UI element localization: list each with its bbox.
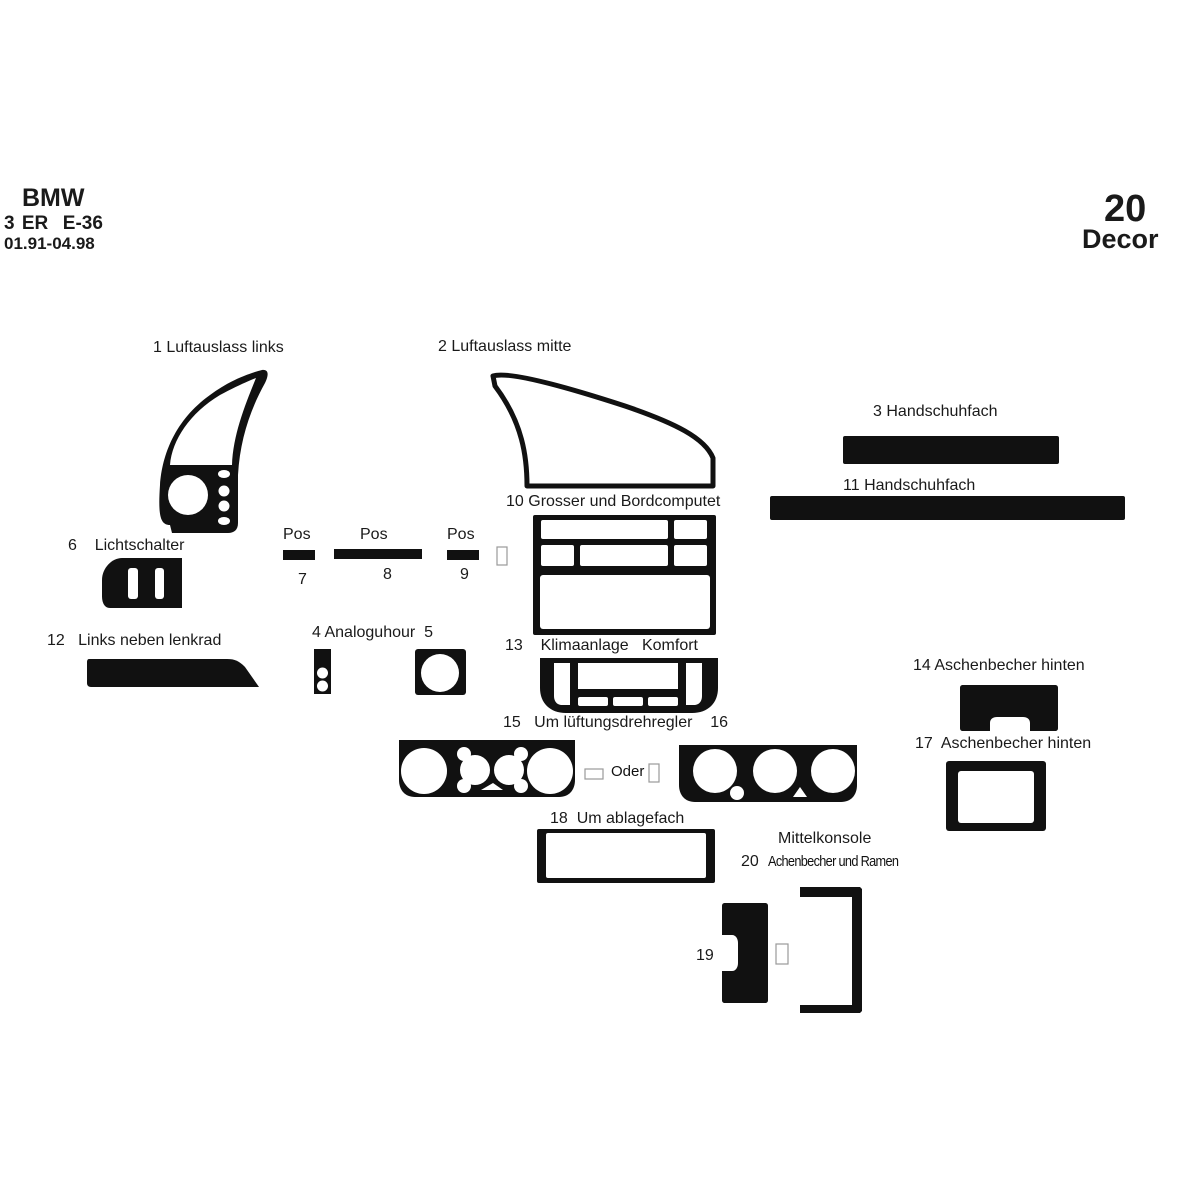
part-8-number: 8 [383,566,392,583]
part-number: 15 [503,714,521,731]
part-9-number: 9 [460,566,469,583]
part-label: Analoguhour [324,624,416,641]
part-14-label: 14 Aschenbecher hinten [913,657,1085,675]
part-3-shape[interactable] [843,436,1059,464]
part-label: Achenbecher und Ramen [767,853,899,870]
part-13-label: 13 Klimaanlage Komfort [505,637,698,655]
or-label: Oder [611,763,645,780]
part-17-shape[interactable] [946,761,1046,831]
part-7-pos-label: Pos [283,526,311,543]
part-number: 4 [312,624,321,641]
part-number: 3 [873,403,882,420]
part-2-shape[interactable] [485,368,725,493]
part-19-shape[interactable] [722,903,768,1003]
year-range: 01.91-04.98 [4,234,95,253]
model-title: 3 ER E-36 [4,213,103,234]
center-console-group-label: Mittelkonsole [778,830,872,847]
part-15-16-label: 15 Um lüftungsdrehregler 16 [503,714,728,732]
part-11-shape[interactable] [770,496,1125,520]
part-7-number: 7 [298,571,307,588]
part-13-shape[interactable] [540,658,718,713]
part-20-shape[interactable] [800,887,862,1013]
part-10-label: 10 Grosser und Bordcomputet [506,493,720,511]
placeholder-box-icon [584,768,604,780]
part-1-label: 1 Luftauslass links [153,339,284,357]
part-18-label: 18 Um ablagefach [550,810,684,828]
part-number: 16 [710,714,729,731]
part-number: 11 [843,477,860,494]
placeholder-box-icon [496,546,508,566]
part-12-label: 12 Links neben lenkrad [47,632,221,650]
part-label: Grosser und Bordcomputet [528,493,721,510]
part-label: Aschenbecher hinten [934,657,1085,674]
part-5-shape[interactable] [415,649,466,695]
part-4-5-label: 4 Analoguhour 5 [312,624,433,642]
part-1-shape[interactable] [150,365,275,535]
part-9-pos-label: Pos [447,526,475,543]
part-label: Handschuhfach [886,403,998,420]
part-6-label: 6 Lichtschalter [68,537,185,555]
part-2-label: 2 Luftauslass mitte [438,338,571,356]
part-8-shape[interactable] [334,549,422,559]
part-label: Um lüftungsdrehregler [534,714,693,731]
part-number: 5 [424,624,434,641]
placeholder-box-icon [775,943,789,965]
part-label: Handschuhfach [864,477,976,494]
part-label: Aschenbecher hinten [940,735,1092,752]
part-6-shape[interactable] [102,558,182,608]
part-number: 18 [550,810,568,827]
part-16-shape[interactable] [679,745,857,802]
part-11-label: 11 Handschuhfach [843,477,975,495]
part-number: 20 [741,853,759,870]
part-label: Links neben lenkrad [78,632,222,649]
part-10-shape[interactable] [533,515,716,635]
part-15-shape[interactable] [399,740,575,797]
part-number: 17 [915,735,933,752]
part-4-shape[interactable] [314,649,331,694]
part-18-shape[interactable] [537,829,715,883]
part-3-label: 3 Handschuhfach [873,403,998,421]
part-label: Lichtschalter [94,537,185,554]
part-17-label: 17 Aschenbecher hinten [915,735,1091,753]
part-9-shape[interactable] [447,550,479,560]
brand-title: BMW [22,184,85,212]
part-number: 6 [68,537,77,554]
part-8-pos-label: Pos [360,526,388,543]
part-number: 12 [47,632,65,649]
placeholder-box-icon [648,763,660,783]
decor-subtitle: Decor [1082,224,1159,254]
part-number: 10 [506,493,524,510]
part-label: Klimaanlage [540,637,629,654]
part-number: 1 [153,339,162,356]
part-20-label: 20 Achenbecher und Ramen [741,853,921,871]
part-number: 13 [505,637,523,654]
part-label: Luftauslass mitte [451,338,572,355]
part-label: Luftauslass links [166,339,284,356]
part-12-shape[interactable] [87,659,259,689]
part-label: Um ablagefach [576,810,685,827]
part-14-shape[interactable] [960,685,1058,731]
part-label-2: Komfort [641,637,698,654]
part-7-shape[interactable] [283,550,315,560]
part-number: 14 [913,657,931,674]
part-number: 2 [438,338,447,355]
part-19-number: 19 [696,947,714,964]
piece-count: 20 [1104,188,1147,230]
